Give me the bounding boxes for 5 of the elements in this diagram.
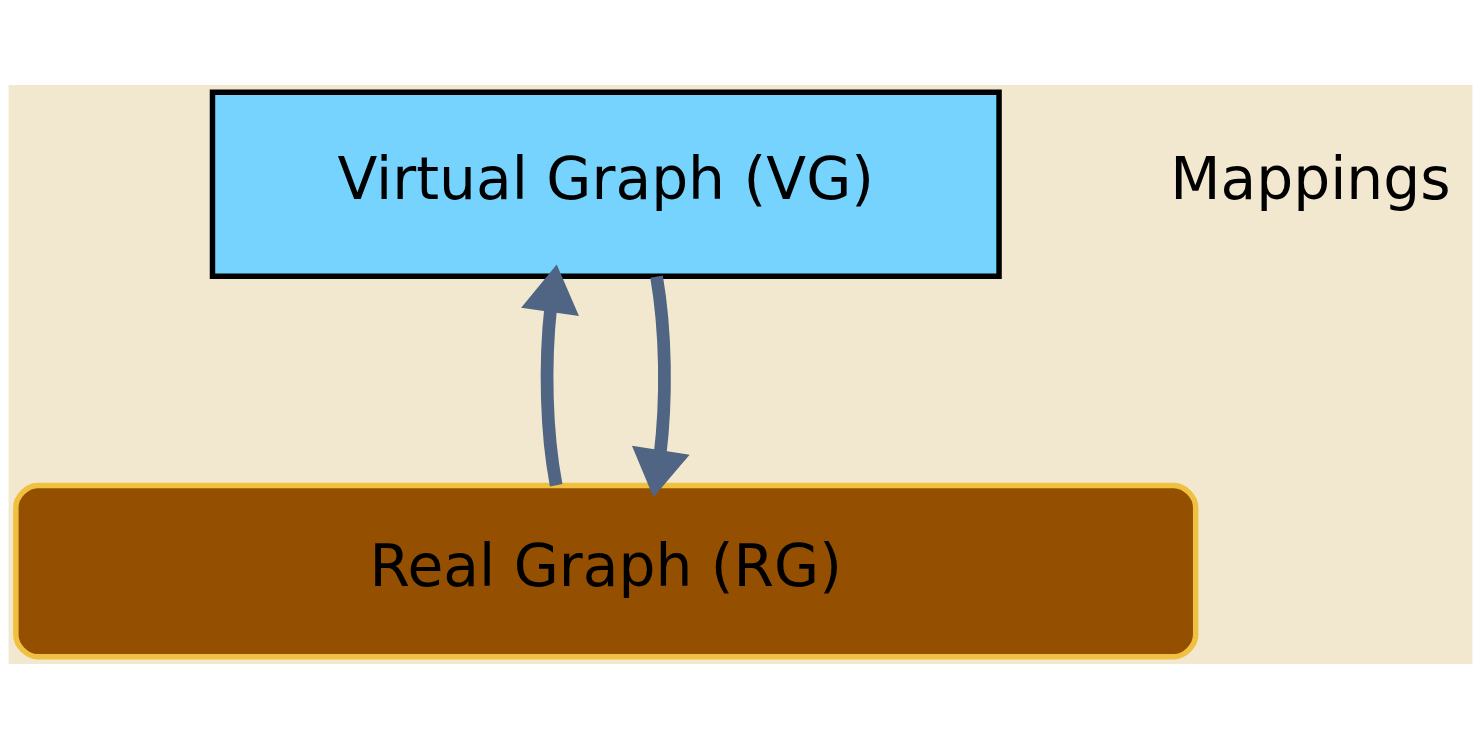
label: Mappings [1170, 144, 1451, 213]
node-box: Real Graph (RG) [13, 482, 1199, 660]
arrow [631, 275, 690, 498]
arrow [521, 264, 579, 487]
node-box: Virtual Graph (VG) [209, 89, 1002, 279]
